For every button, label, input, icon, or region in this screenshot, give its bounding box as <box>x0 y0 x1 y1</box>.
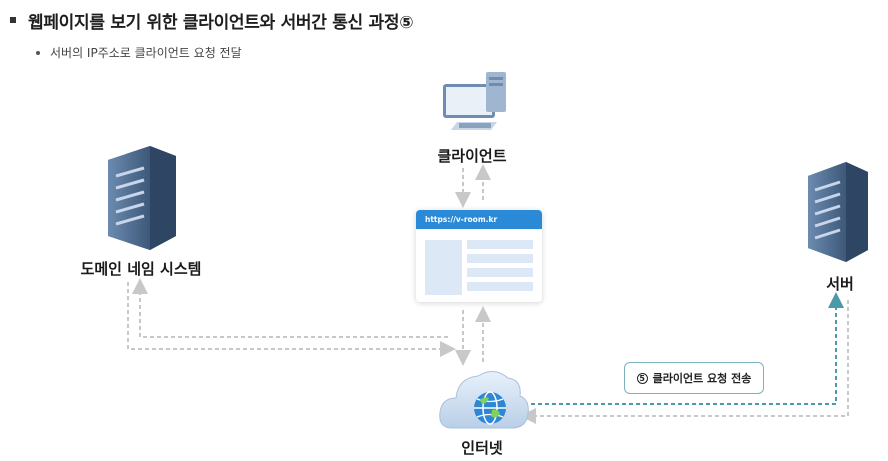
step-number: 5 <box>636 372 648 384</box>
server-label: 서버 <box>826 275 854 293</box>
browser-address-bar: https://v-room.kr <box>416 210 542 229</box>
heading-bullet-square <box>10 17 16 23</box>
browser-window: https://v-room.kr <box>416 210 542 302</box>
client-label: 클라이언트 <box>437 147 507 165</box>
step-text: 클라이언트 요청 전송 <box>652 372 752 385</box>
browser-content-line <box>467 240 533 249</box>
step-callout: 5 클라이언트 요청 전송 <box>624 362 764 394</box>
browser-content-line <box>467 254 533 263</box>
page-heading: 웹페이지를 보기 위한 클라이언트와 서버간 통신 과정⑤ <box>10 8 414 33</box>
browser-internet-arrows <box>455 306 491 366</box>
desktop-computer-icon <box>443 72 506 130</box>
globe-icon <box>474 391 506 425</box>
browser-content-line <box>467 268 533 277</box>
bullet-dot <box>36 50 40 55</box>
browser-content-line <box>467 282 533 291</box>
dns-internet-arrows <box>127 278 456 357</box>
internet-label: 인터넷 <box>461 439 503 457</box>
heading-title: 웹페이지를 보기 위한 클라이언트와 서버간 통신 과정⑤ <box>28 12 414 33</box>
dns-server-icon <box>108 146 176 250</box>
bullet-item: 서버의 IP주소로 클라이언트 요청 전달 <box>36 44 242 61</box>
browser-sidebar-block <box>425 240 462 295</box>
client-browser-arrows <box>455 164 491 208</box>
internet-server-arrows <box>520 292 849 424</box>
bullet-text: 서버의 IP주소로 클라이언트 요청 전달 <box>50 46 242 60</box>
web-server-icon <box>808 162 868 262</box>
dns-label: 도메인 네임 시스템 <box>80 260 202 278</box>
